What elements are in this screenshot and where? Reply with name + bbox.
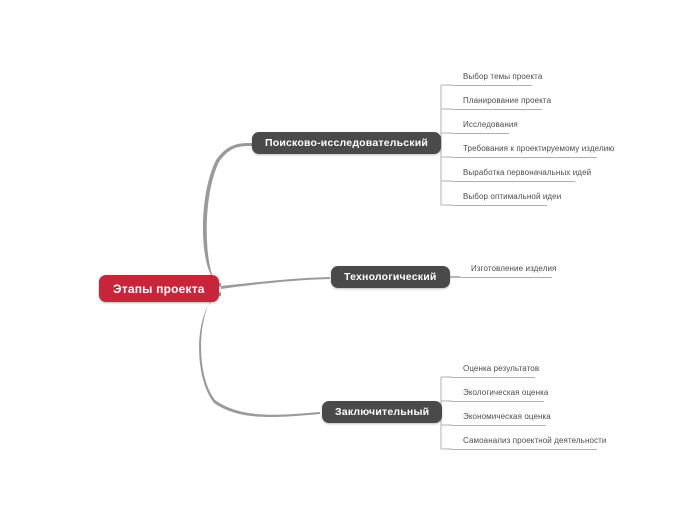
leaf-underline xyxy=(452,181,575,182)
leaf-item[interactable]: Выбор оптимальной идеи xyxy=(452,191,561,203)
leaf-label: Планирование проекта xyxy=(463,96,552,105)
leaf-underline xyxy=(452,133,509,134)
leaf-underline xyxy=(452,205,547,206)
leaf-label: Требования к проектируемому изделию xyxy=(463,144,615,153)
leaf-underline xyxy=(452,401,544,402)
connector-root-to-branch-2 xyxy=(221,277,330,289)
leaf-label: Исследования xyxy=(463,120,518,129)
leaf-label: Выбор темы проекта xyxy=(463,72,543,81)
leaf-underline xyxy=(452,109,542,110)
branch-node-zakluchitelniy[interactable]: Заключительный xyxy=(322,401,443,423)
leaf-label: Экологическая оценка xyxy=(463,388,549,397)
leaf-item[interactable]: Выработка первоначальных идей xyxy=(452,167,591,179)
leaf-underline xyxy=(460,277,552,278)
branch-node-label: Технологический xyxy=(344,271,437,283)
leaf-label: Оценка результатов xyxy=(463,364,540,373)
branch-node-label: Поисково-исследовательский xyxy=(265,137,429,149)
leaf-label: Изготовление изделия xyxy=(471,264,557,273)
leaf-item[interactable]: Экологическая оценка xyxy=(452,387,548,399)
leaf-underline xyxy=(452,377,535,378)
leaf-underline xyxy=(452,425,546,426)
branch-node-label: Заключительный xyxy=(335,406,430,418)
leaf-item[interactable]: Оценка результатов xyxy=(452,363,539,375)
branch-node-poiskovo[interactable]: Поисково-исследовательский xyxy=(252,132,442,154)
leaf-item[interactable]: Планирование проекта xyxy=(452,95,551,107)
leaf-underline xyxy=(452,85,532,86)
leaf-label: Выработка первоначальных идей xyxy=(463,168,592,177)
leaf-item[interactable]: Исследования xyxy=(452,119,518,131)
leaf-item[interactable]: Требования к проектируемому изделию xyxy=(452,143,614,155)
root-node-label: Этапы проекта xyxy=(113,281,205,296)
branch-node-tehnologicheskiy[interactable]: Технологический xyxy=(331,266,450,288)
leaf-underline xyxy=(452,449,597,450)
leaf-item[interactable]: Экономическая оценка xyxy=(452,411,551,423)
leaf-item[interactable]: Изготовление изделия xyxy=(460,263,556,275)
leaf-underline xyxy=(452,157,597,158)
leaf-item[interactable]: Самоанализ проектной деятельности xyxy=(452,435,606,447)
leaf-label: Выбор оптимальной идеи xyxy=(463,192,562,201)
leaf-label: Экономическая оценка xyxy=(463,412,551,421)
leaf-item[interactable]: Выбор темы проекта xyxy=(452,71,542,83)
leaf-label: Самоанализ проектной деятельности xyxy=(463,436,607,445)
connector-root-to-branch-3 xyxy=(199,292,320,418)
connector-root-to-branch-1 xyxy=(202,143,252,287)
root-node[interactable]: Этапы проекта xyxy=(99,275,219,302)
